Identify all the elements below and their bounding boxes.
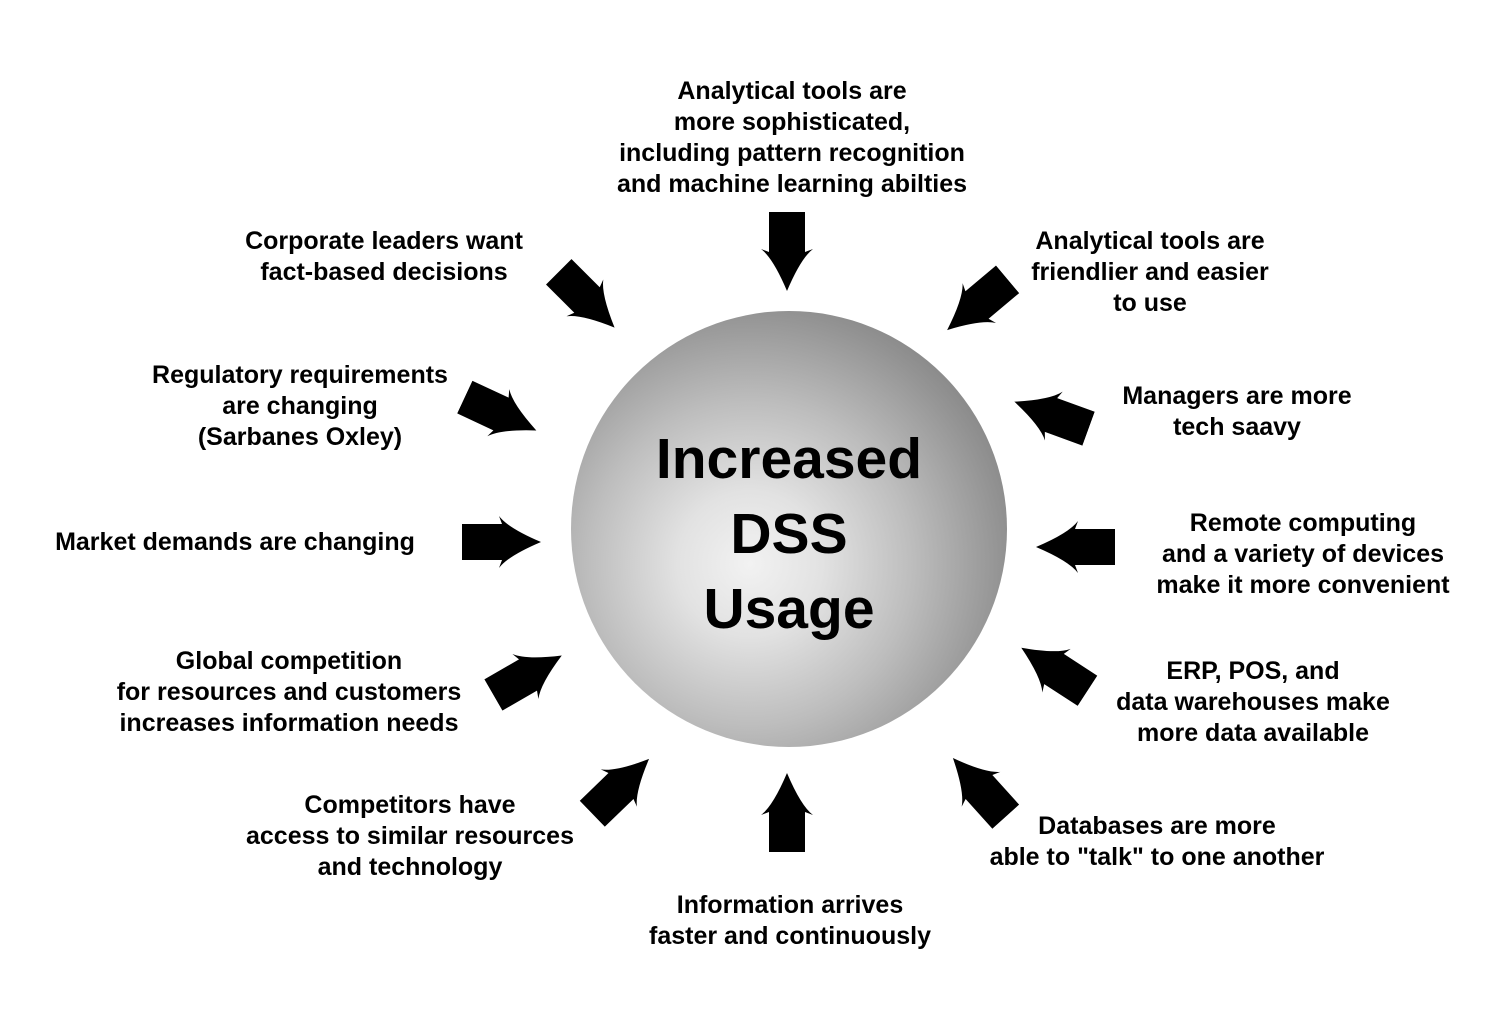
arrow-up-icon-information-arrives [761, 773, 813, 852]
arrow-right-down-icon-regulatory [457, 380, 537, 437]
label-remote-computing: Remote computing and a variety of device… [1156, 509, 1450, 599]
arrow-up-right-icon-competitors [579, 758, 650, 827]
arrow-left-icon-managers [1014, 391, 1095, 446]
central-sphere: Increased DSS Usage [571, 311, 1007, 747]
arrow-shape [1014, 391, 1095, 446]
label-managers-tech: Managers are more tech saavy [1122, 382, 1352, 441]
label-regulatory-requirements: Regulatory requirements are changing (Sa… [152, 361, 448, 451]
arrow-left-icon-remote-computing [1036, 521, 1115, 573]
label-databases: Databases are more able to "talk" to one… [989, 812, 1325, 871]
arrow-shape [761, 773, 813, 852]
arrow-shape [1021, 647, 1098, 706]
label-global-competition: Global competition for resources and cus… [116, 647, 462, 737]
arrow-shape [761, 212, 813, 291]
arrow-shape [952, 758, 1020, 829]
label-market-demands: Market demands are changing [55, 528, 415, 556]
arrow-shape [545, 258, 615, 328]
arrow-shape [484, 653, 562, 711]
arrow-shape [947, 265, 1020, 331]
label-analytical-sophisticated: Analytical tools are more sophisticated,… [616, 77, 968, 198]
label-analytical-friendlier: Analytical tools are friendlier and easi… [1031, 227, 1269, 317]
central-title: Increased DSS Usage [655, 426, 923, 641]
arrow-shape [457, 380, 537, 437]
label-competitors: Competitors have access to similar resou… [246, 791, 574, 881]
label-erp-pos: ERP, POS, and data warehouses make more … [1116, 657, 1390, 747]
arrow-up-left-icon-erp-pos [1021, 647, 1098, 706]
arrow-up-right-icon-global-competition [484, 653, 562, 711]
arrow-up-left-icon-databases [952, 758, 1020, 829]
arrow-down-right-icon-corporate-leaders [545, 258, 615, 328]
label-information-arrives: Information arrives faster and continuou… [649, 891, 931, 950]
arrow-down-left-icon-analytical-friendlier [947, 265, 1020, 331]
arrow-right-icon-market-demands [462, 516, 541, 568]
arrow-down-icon-analytical-sophisticated [761, 212, 813, 291]
label-corporate-leaders: Corporate leaders want fact-based decisi… [245, 227, 523, 286]
arrow-shape [462, 516, 541, 568]
arrow-shape [1036, 521, 1115, 573]
arrow-shape [579, 758, 650, 827]
